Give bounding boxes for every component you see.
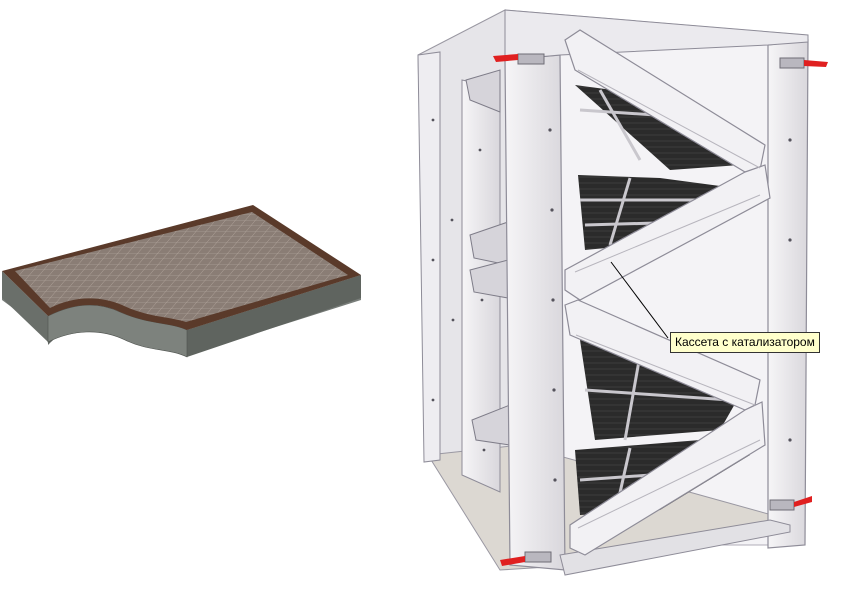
tile-surface (15, 212, 348, 322)
upper-cassette-stack (564, 29, 771, 301)
front-left-post (504, 54, 566, 571)
latch-top-left (493, 53, 545, 65)
reactor-housing (417, 9, 828, 576)
tile-front-left (2, 271, 48, 342)
callout-leader (610, 261, 669, 339)
lower-cassette-stack (564, 299, 766, 556)
tile-front-right (187, 275, 361, 357)
tile-cut-face (47, 304, 188, 358)
latch-bottom-right (769, 496, 812, 511)
latches (493, 53, 828, 566)
bolt-holes (431, 118, 792, 482)
catalyst-area-3 (580, 340, 740, 440)
cassette-frame-upper-b (564, 164, 771, 301)
front-right-post (767, 39, 809, 549)
rear-fins (465, 69, 511, 446)
cassette-frame-lower-b (569, 401, 766, 556)
bottom-frame-bar (559, 519, 791, 576)
catalyst-cassette-callout: Кассета с катализатором (670, 332, 820, 353)
latch-bottom-left (500, 551, 552, 566)
catalyst-tile (2, 205, 361, 358)
latch-top-right (779, 57, 828, 69)
left-outer-post (417, 51, 441, 463)
catalyst-area-1 (575, 85, 740, 170)
